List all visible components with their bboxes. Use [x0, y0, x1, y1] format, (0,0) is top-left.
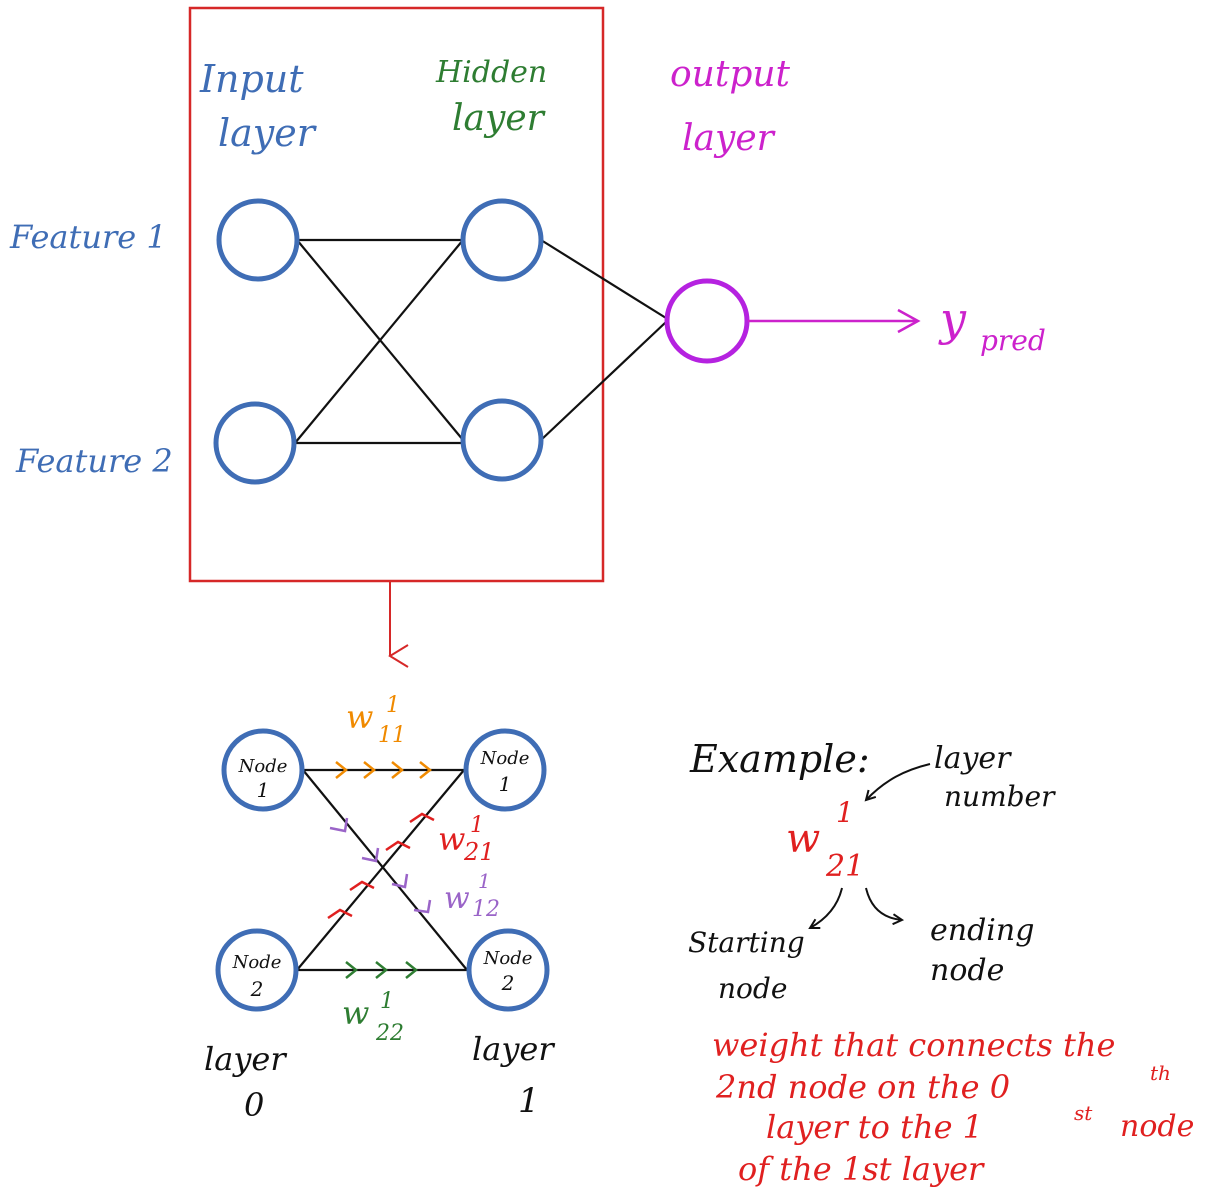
layer-focus-box	[188, 6, 605, 583]
edge-h2-out	[540, 321, 667, 441]
edge-n1-n2	[302, 769, 468, 971]
svg-text:21: 21	[463, 838, 495, 866]
svg-text:w: w	[342, 994, 369, 1032]
output-layer-label-line1: output	[670, 54, 791, 95]
bottom-connections	[296, 768, 468, 972]
y-pred-sub: pred	[980, 324, 1046, 357]
example-explanation: weight that connects the 2nd node on the…	[712, 1026, 1194, 1188]
input-node-2	[213, 401, 297, 485]
explanation-th: th	[1150, 1061, 1171, 1085]
y-pred-main: y	[938, 292, 967, 346]
w11-chevrons	[335, 761, 433, 779]
svg-text:1: 1	[380, 989, 394, 1014]
node-word: Node	[483, 948, 533, 969]
node-number: 2	[501, 971, 515, 995]
explanation-line2: 2nd node on the 0	[715, 1068, 1010, 1106]
feature-1-label: Feature 1	[9, 218, 167, 256]
hidden-layer-label-line2: layer	[452, 98, 546, 139]
ending-node-line1: ending	[930, 913, 1034, 948]
input-node-1	[216, 198, 300, 282]
node-number: 1	[257, 778, 270, 802]
output-layer-label-line2: layer	[682, 118, 776, 159]
edge-in2-h1	[294, 239, 464, 444]
w11-label: w 1 11	[346, 693, 406, 748]
svg-text:1: 1	[836, 796, 854, 829]
w21-chevrons	[327, 812, 435, 920]
svg-text:w: w	[444, 881, 470, 916]
node-number: 1	[499, 772, 512, 796]
node-number: 2	[250, 977, 264, 1001]
top-connections	[294, 238, 667, 445]
node-word: Node	[238, 756, 288, 777]
svg-text:1: 1	[386, 693, 400, 718]
feature-2-label: Feature 2	[15, 442, 173, 480]
svg-text:11: 11	[378, 723, 406, 748]
node-word: Node	[232, 952, 282, 973]
explanation-line3: layer to the 1	[766, 1108, 983, 1146]
svg-text:w: w	[438, 820, 465, 858]
bottom-node-l0-1: Node 1	[221, 728, 305, 812]
w22-chevrons	[345, 961, 419, 979]
bottom-node-l1-2: Node 2	[466, 928, 550, 1012]
svg-text:1: 1	[478, 869, 491, 893]
input-layer-label-line1: Input	[199, 57, 304, 101]
layer-1-label-line2: 1	[518, 1081, 540, 1121]
starting-node-line2: node	[718, 972, 787, 1005]
output-node	[664, 278, 750, 364]
w12-label: w 1 12	[444, 869, 500, 922]
explanation-line4: of the 1st layer	[738, 1150, 985, 1188]
svg-text:w: w	[786, 816, 820, 862]
svg-text:22: 22	[375, 1021, 404, 1046]
hidden-node-1	[460, 198, 544, 282]
example-arrows	[810, 763, 931, 928]
edge-h1-out	[540, 239, 667, 319]
layer-1-label-line1: layer	[472, 1030, 555, 1068]
node-word: Node	[480, 748, 530, 769]
explanation-node: node	[1120, 1109, 1194, 1144]
hidden-layer-label-line1: Hidden	[435, 55, 547, 90]
edge-n2-n1	[296, 769, 465, 971]
input-layer-label-line2: layer	[218, 111, 318, 155]
starting-node-line1: Starting	[688, 926, 805, 959]
layer-0-label-line1: layer	[204, 1040, 287, 1078]
layer-number-line1: layer	[934, 741, 1012, 776]
bottom-node-l0-2: Node 2	[215, 928, 299, 1012]
example-weight: w 1 21	[786, 796, 864, 884]
explanation-line1: weight that connects the	[712, 1026, 1115, 1064]
svg-text:w: w	[346, 698, 373, 736]
example-title: Example:	[689, 737, 870, 781]
svg-text:1: 1	[470, 813, 484, 838]
w21-label: w 1 21	[438, 813, 495, 866]
w22-label: w 1 22	[342, 989, 404, 1046]
w12-chevrons	[329, 817, 432, 914]
svg-text:12: 12	[472, 897, 500, 922]
explanation-st: st	[1074, 1101, 1093, 1125]
hidden-node-2	[460, 398, 544, 482]
svg-text:21: 21	[825, 849, 864, 884]
layer-0-label-line2: 0	[244, 1086, 264, 1124]
bottom-node-l1-1: Node 1	[463, 728, 547, 812]
layer-number-line2: number	[944, 780, 1056, 813]
ending-node-line2: node	[930, 953, 1004, 988]
